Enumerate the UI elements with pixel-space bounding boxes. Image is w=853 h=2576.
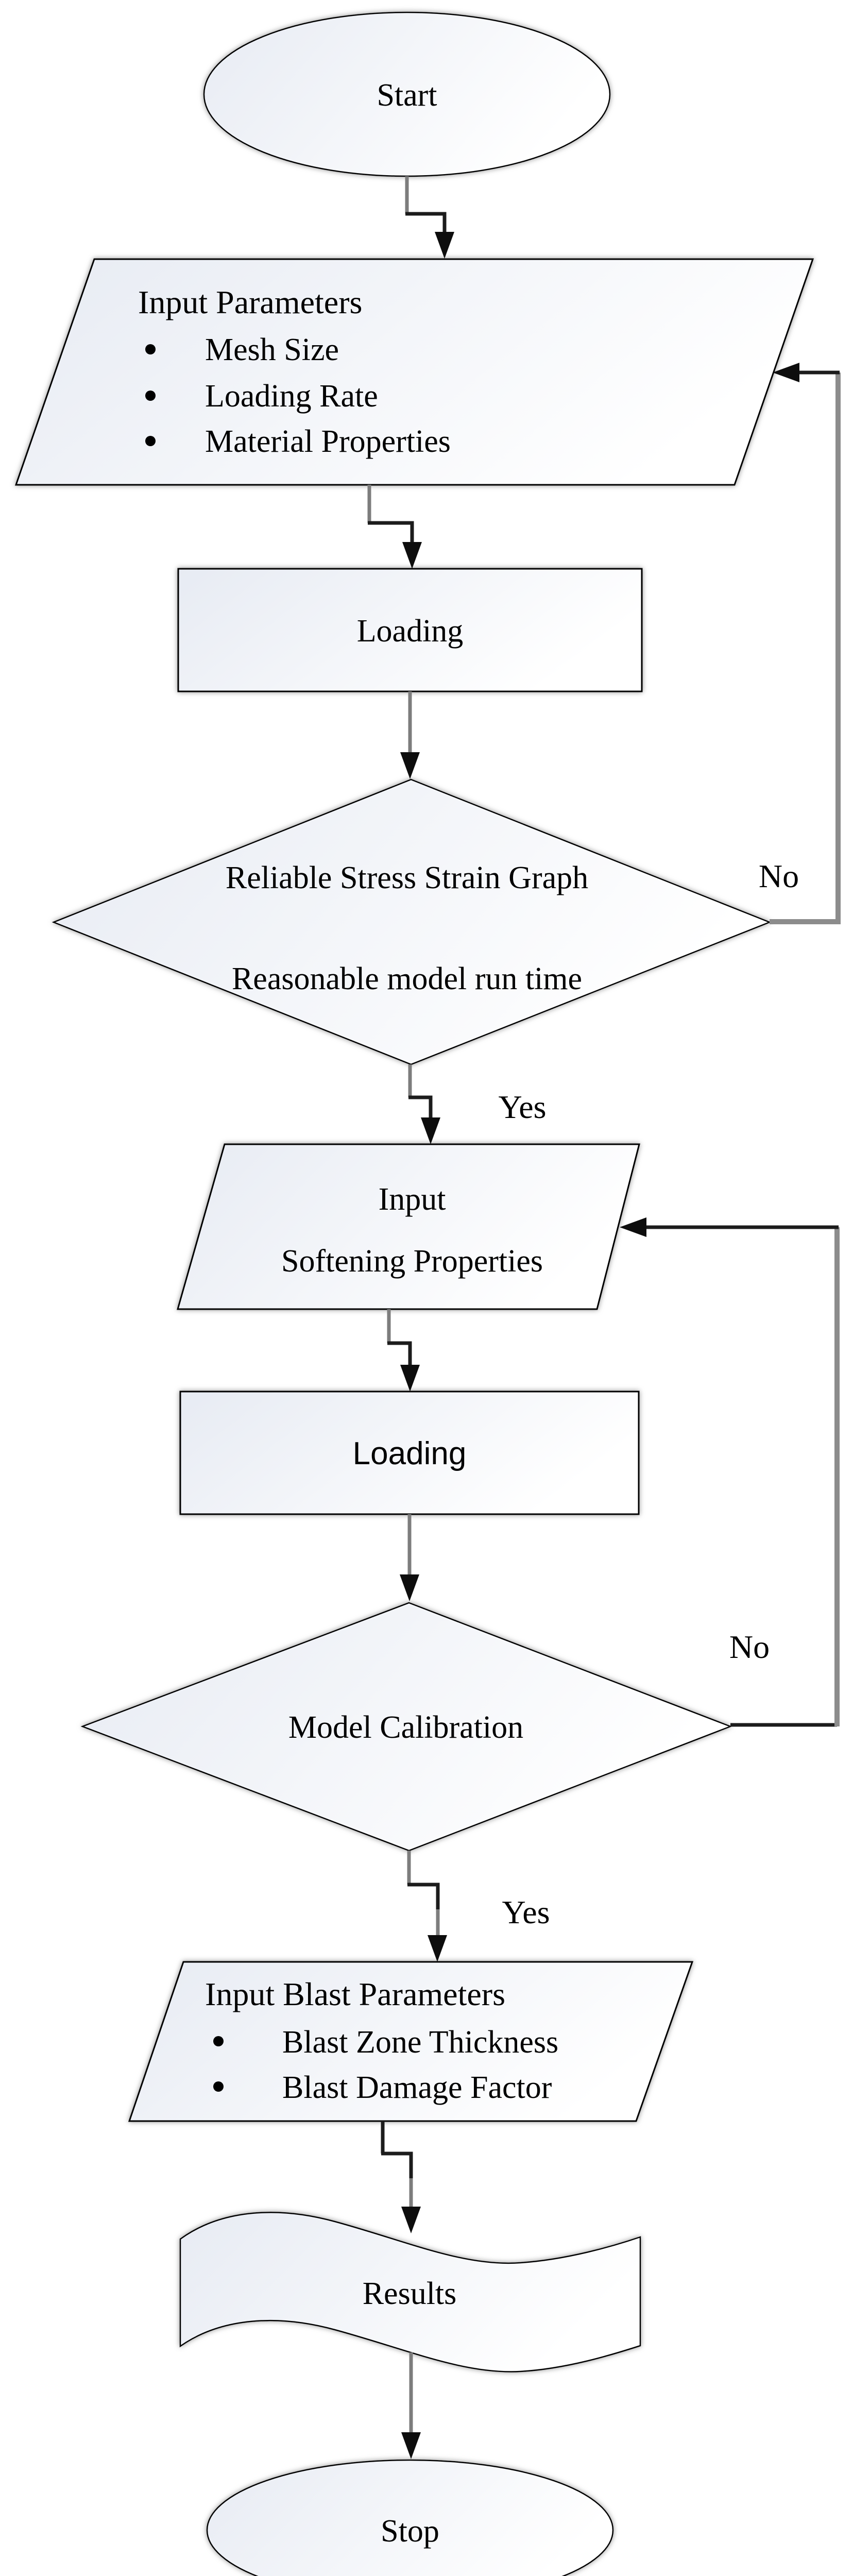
- bullet-icon: [145, 344, 156, 354]
- node-results: Results: [179, 2212, 641, 2372]
- input-blast-parallelogram: [128, 1961, 694, 2122]
- bullet-icon: [213, 2081, 224, 2092]
- arrowhead-down-icon: [402, 542, 422, 569]
- results-label: Results: [363, 2276, 457, 2311]
- arrow-results-to-stop: [401, 2352, 421, 2459]
- results-tape-shape: [179, 2212, 641, 2372]
- arrow-input-parameters-to-loading-1: [367, 485, 422, 569]
- arrowhead-down-icon: [400, 752, 420, 779]
- loading-2-rect: [179, 1391, 640, 1515]
- connector-step: [408, 1095, 433, 1121]
- arrowhead-down-icon: [401, 2432, 421, 2459]
- node-loading-2: Loading: [179, 1391, 640, 1515]
- arrowhead-left-icon: [773, 363, 799, 382]
- decision-2-label: Model Calibration: [288, 1710, 523, 1745]
- node-decision-2: Model Calibration: [80, 1602, 732, 1852]
- arrow-loading-1-to-decision-1: [400, 691, 420, 779]
- arrowhead-left-icon: [620, 1217, 646, 1237]
- arrow-decision-1-no-loop: No: [759, 363, 841, 924]
- arrow-input-blast-to-results: [381, 2121, 421, 2233]
- input-blast-title: Input Blast Parameters: [205, 1976, 505, 2012]
- loading-1-rect: [177, 568, 643, 692]
- arrowhead-down-icon: [401, 2207, 421, 2233]
- input-parameters-parallelogram: [14, 258, 814, 486]
- input-blast-bullet: Blast Zone Thickness: [282, 2025, 558, 2060]
- arrow-decision-2-yes: Yes: [407, 1851, 550, 1962]
- decision-1-line2: Reasonable model run time: [232, 961, 582, 996]
- edge-label-yes: Yes: [498, 1089, 546, 1125]
- node-start: Start: [203, 11, 611, 177]
- input-softening-line2: Softening Properties: [281, 1244, 543, 1279]
- arrowhead-down-icon: [400, 1365, 420, 1392]
- input-blast-bullet: Blast Damage Factor: [282, 2070, 552, 2105]
- arrow-decision-1-yes: Yes: [408, 1064, 547, 1144]
- input-softening-parallelogram: [177, 1143, 640, 1310]
- connector-step: [368, 521, 414, 546]
- arrowhead-down-icon: [421, 1117, 440, 1144]
- loading-1-label: Loading: [357, 614, 464, 649]
- input-softening-line1: Input: [379, 1182, 446, 1217]
- connector-step: [407, 1883, 440, 1909]
- arrowhead-down-icon: [400, 1574, 419, 1601]
- arrow-input-softening-to-loading-2: [387, 1309, 420, 1392]
- node-input-blast-parameters: Input Blast Parameters Blast Zone Thickn…: [128, 1961, 694, 2122]
- node-decision-1: Reliable Stress Strain Graph Reasonable …: [52, 778, 772, 1065]
- node-stop: Stop: [206, 2459, 614, 2576]
- bullet-icon: [213, 2036, 224, 2046]
- arrow-start-to-input-parameters: [405, 176, 454, 259]
- stop-ellipse: [206, 2459, 614, 2576]
- connector-step: [381, 2151, 413, 2178]
- input-parameters-title: Input Parameters: [138, 284, 362, 320]
- loading-2-label: Loading: [353, 1436, 467, 1471]
- input-parameters-bullet: Mesh Size: [205, 332, 339, 367]
- decision-1-line1: Reliable Stress Strain Graph: [226, 860, 588, 895]
- bullet-icon: [145, 436, 156, 446]
- node-input-parameters: Input Parameters Mesh Size Loading Rate …: [14, 258, 814, 486]
- arrowhead-down-icon: [435, 232, 454, 259]
- connector-step: [405, 212, 447, 238]
- arrowhead-down-icon: [428, 1935, 447, 1962]
- input-parameters-bullet: Material Properties: [205, 424, 451, 459]
- edge-label-no: No: [759, 858, 799, 894]
- start-label: Start: [377, 78, 437, 113]
- input-parameters-bullet: Loading Rate: [205, 379, 378, 414]
- arrow-decision-2-no-loop: No: [620, 1217, 840, 1727]
- node-loading-1: Loading: [177, 568, 643, 692]
- edge-label-yes: Yes: [502, 1894, 550, 1930]
- bullet-icon: [145, 391, 156, 401]
- stop-label: Stop: [381, 2514, 439, 2549]
- connector-step: [387, 1341, 412, 1368]
- edge-label-no: No: [729, 1629, 770, 1665]
- decision-1-diamond: [52, 778, 772, 1065]
- arrow-loading-2-to-decision-2: [400, 1514, 419, 1601]
- node-input-softening-properties: Input Softening Properties: [177, 1143, 640, 1310]
